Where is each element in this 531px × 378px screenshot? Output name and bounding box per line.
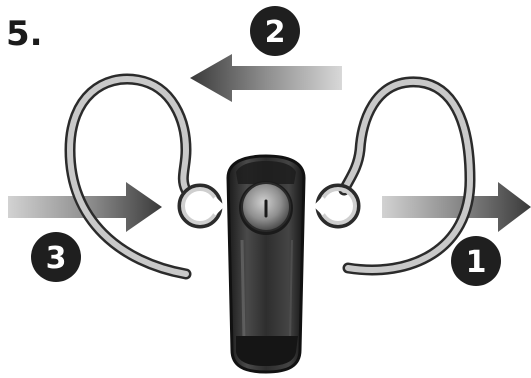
badge-2-text: 2 bbox=[265, 15, 286, 50]
badge-3-text: 3 bbox=[46, 241, 67, 276]
step-badge-2: 2 bbox=[250, 6, 300, 56]
step-number: 5. bbox=[6, 14, 43, 54]
arrow-right-right-side bbox=[382, 182, 531, 232]
step-badge-1: 1 bbox=[451, 236, 501, 286]
badge-1-text: 1 bbox=[466, 245, 487, 280]
left-ear-hook bbox=[64, 73, 225, 280]
right-ear-hook bbox=[313, 76, 476, 276]
step-badge-3: 3 bbox=[31, 232, 81, 282]
arrow-left-top bbox=[190, 54, 342, 102]
headset-device bbox=[226, 154, 306, 374]
